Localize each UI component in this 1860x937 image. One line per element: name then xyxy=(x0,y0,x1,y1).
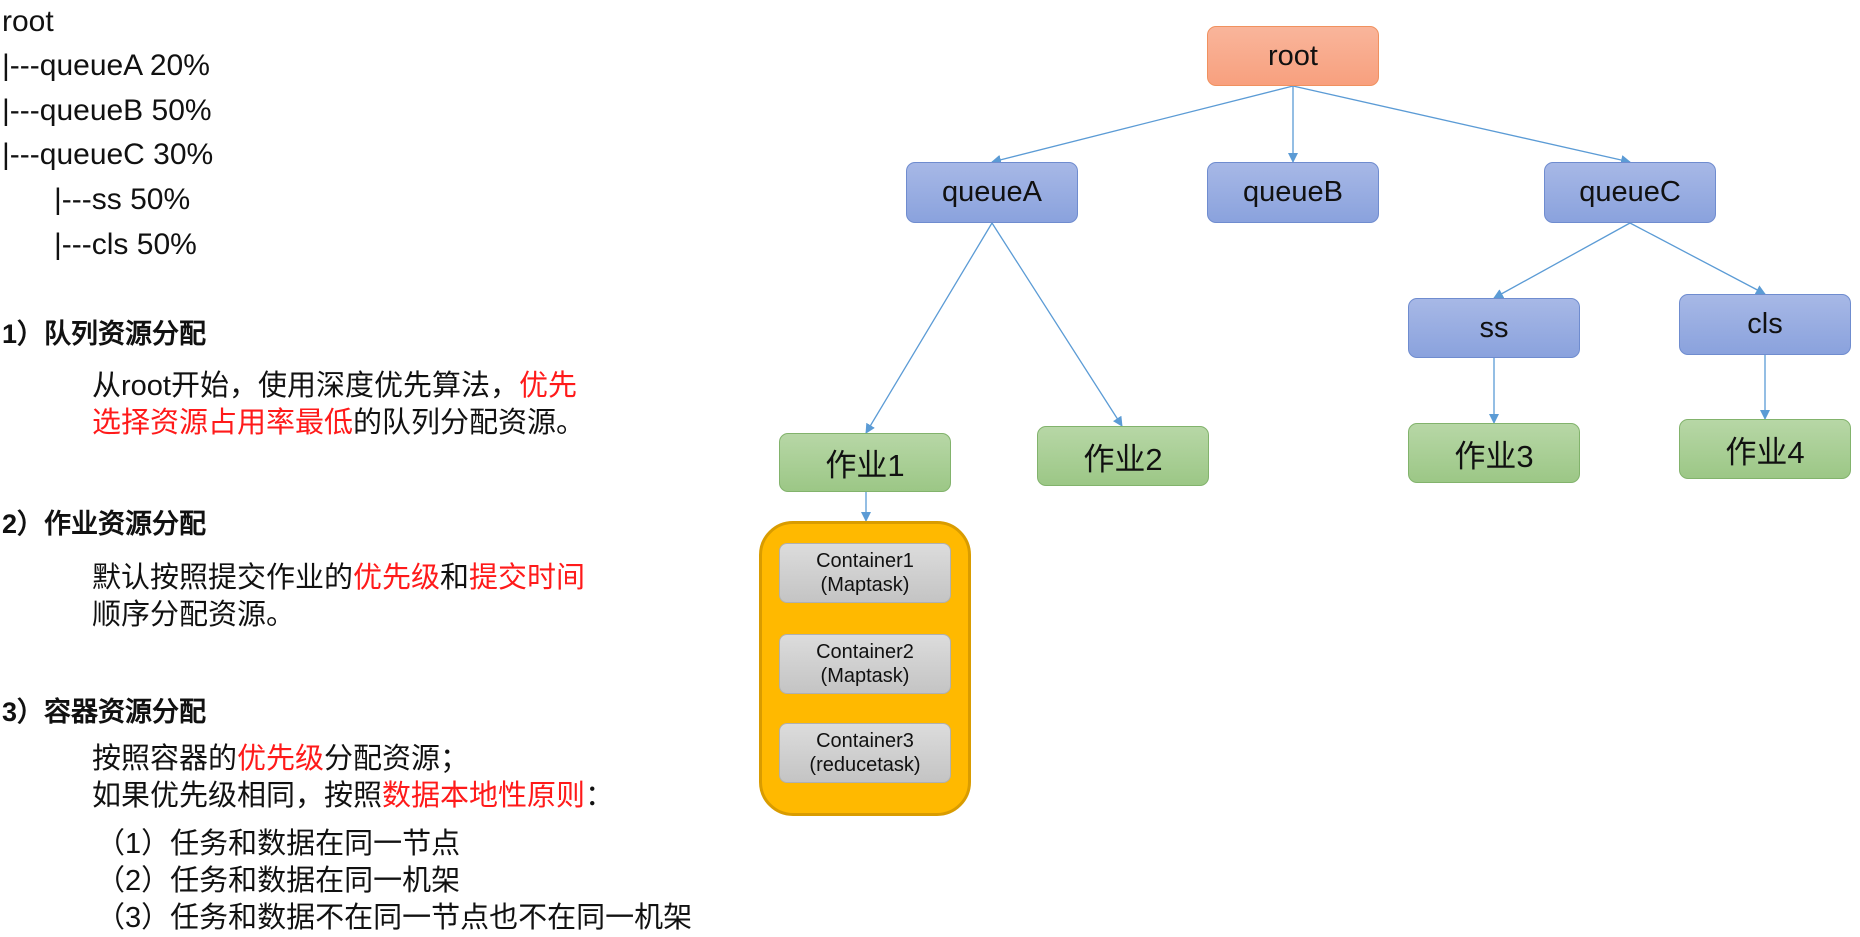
container-1: Container1 (Maptask) xyxy=(779,543,951,603)
body-line: 从root开始，使用深度优先算法，优先 xyxy=(92,368,585,405)
highlighted-text: 优先级 xyxy=(353,562,441,594)
node-ss: ss xyxy=(1408,298,1580,358)
body-text: 如果优先级相同，按照 xyxy=(92,780,383,812)
body-line: 顺序分配资源。 xyxy=(92,597,585,634)
node-job4: 作业4 xyxy=(1679,419,1851,479)
tree-cls-label: |---cls 50% xyxy=(54,228,197,261)
highlighted-text: 优先级 xyxy=(237,743,325,775)
edge-root-queueC xyxy=(1292,85,1631,165)
tree-queueA-label: |---queueA 20% xyxy=(2,49,210,82)
body-text: 顺序分配资源。 xyxy=(92,599,296,631)
node-job2: 作业2 xyxy=(1037,426,1209,486)
edge-queueA-job1 xyxy=(865,222,993,434)
highlighted-text: 优先 xyxy=(518,370,577,402)
body-line: 如果优先级相同，按照数据本地性原则： xyxy=(92,778,614,815)
locality-item: （2）任务和数据在同一机架 xyxy=(96,865,461,897)
container-3: Container3 (reducetask) xyxy=(779,723,951,783)
locality-item: （1）任务和数据在同一节点 xyxy=(96,828,461,860)
node-queueB: queueB xyxy=(1207,162,1379,223)
body-line: 选择资源占用率最低的队列分配资源。 xyxy=(92,405,585,442)
section-2-heading: 2）作业资源分配 xyxy=(2,509,207,539)
section-1-heading: 1）队列资源分配 xyxy=(2,319,207,349)
node-queueA: queueA xyxy=(906,162,1078,223)
body-text: 默认按照提交作业的 xyxy=(92,562,354,594)
section-1-body: 从root开始，使用深度优先算法，优先选择资源占用率最低的队列分配资源。 xyxy=(92,368,585,442)
highlighted-text: 提交时间 xyxy=(469,562,586,594)
node-queueC: queueC xyxy=(1544,162,1716,223)
container-task: (Maptask) xyxy=(820,574,910,596)
container-task: (reducetask) xyxy=(809,754,921,776)
node-job1: 作业1 xyxy=(779,433,951,492)
node-cls: cls xyxy=(1679,294,1851,355)
tree-ss-label: |---ss 50% xyxy=(54,183,191,216)
container-name: Container2 xyxy=(816,641,914,663)
edge-queueC-cls xyxy=(1629,222,1766,295)
tree-queueB-label: |---queueB 50% xyxy=(2,94,212,127)
edge-queueA-job2 xyxy=(991,222,1123,427)
body-text: ： xyxy=(585,780,615,812)
locality-list: （1）任务和数据在同一节点 （2）任务和数据在同一机架 （3）任务和数据不在同一… xyxy=(96,826,692,937)
container-2: Container2 (Maptask) xyxy=(779,634,951,694)
body-text: 按照容器的 xyxy=(92,743,238,775)
node-job3: 作业3 xyxy=(1408,423,1580,483)
body-text: 从root开始，使用深度优先算法， xyxy=(92,370,519,402)
body-text: 分配资源； xyxy=(324,743,470,775)
body-line: 默认按照提交作业的优先级和提交时间 xyxy=(92,560,585,597)
edge-root-queueA xyxy=(991,85,1294,165)
section-3-heading: 3）容器资源分配 xyxy=(2,697,207,727)
container-task: (Maptask) xyxy=(820,665,910,687)
node-root: root xyxy=(1207,26,1379,86)
section-2-body: 默认按照提交作业的优先级和提交时间顺序分配资源。 xyxy=(92,560,585,634)
body-text: 的队列分配资源。 xyxy=(353,407,586,439)
tree-root-label: root xyxy=(2,5,54,38)
highlighted-text: 数据本地性原则 xyxy=(382,780,586,812)
locality-item: （3）任务和数据不在同一节点也不在同一机架 xyxy=(96,902,693,934)
edge-queueC-ss xyxy=(1493,222,1631,299)
body-line: 按照容器的优先级分配资源； xyxy=(92,741,614,778)
container-name: Container3 xyxy=(816,730,914,752)
section-3-body: 按照容器的优先级分配资源；如果优先级相同，按照数据本地性原则： xyxy=(92,741,614,815)
highlighted-text: 选择资源占用率最低 xyxy=(92,407,354,439)
body-text: 和 xyxy=(440,562,470,594)
container-name: Container1 xyxy=(816,550,914,572)
tree-queueC-label: |---queueC 30% xyxy=(2,138,214,171)
